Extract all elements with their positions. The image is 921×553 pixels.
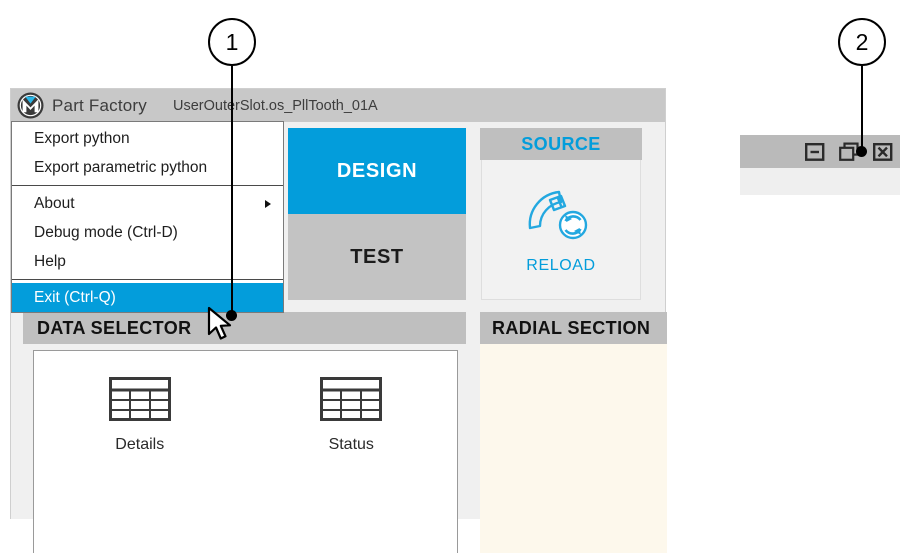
callout-marker-1: 1 [208, 18, 256, 66]
title-bar: Part Factory UserOuterSlot.os_PllTooth_0… [11, 89, 665, 122]
chevron-right-icon [265, 199, 271, 208]
menu-item-label: Export python [34, 129, 130, 147]
document-name: UserOuterSlot.os_PllTooth_01A [172, 97, 378, 114]
close-button[interactable] [872, 141, 894, 163]
menu-item-exit[interactable]: Exit (Ctrl-Q) [12, 283, 283, 312]
menu-item-label: Exit (Ctrl-Q) [34, 288, 116, 306]
minimize-icon [805, 142, 825, 161]
menu-item-label: Export parametric python [34, 158, 208, 176]
data-selector-body: Details Status [33, 350, 458, 553]
data-selector-item-label: Status [328, 436, 374, 453]
data-selector-item-label: Details [115, 436, 165, 453]
radial-section-panel: RADIAL SECTION [480, 312, 667, 553]
menu-separator [12, 279, 283, 280]
application-name: Part Factory [52, 95, 147, 115]
data-selector-header: DATA SELECTOR [23, 312, 466, 344]
radial-section-title: RADIAL SECTION [492, 317, 651, 338]
minimize-button[interactable] [804, 141, 826, 163]
data-selector-item-details[interactable]: Details [81, 377, 199, 553]
callout-marker-2: 2 [838, 18, 886, 66]
application-menu: Export python Export parametric python A… [11, 121, 284, 313]
menu-item-label: About [34, 194, 75, 212]
tab-test[interactable]: TEST [288, 214, 466, 300]
callout-endpoint-dot-2 [856, 146, 867, 157]
table-icon [320, 377, 383, 426]
callout-label: 1 [225, 28, 239, 55]
tab-design[interactable]: DESIGN [288, 128, 466, 214]
callout-leader-line-2 [861, 66, 863, 153]
source-panel: SOURCE [480, 128, 642, 300]
data-selector-title: DATA SELECTOR [37, 317, 192, 338]
close-icon [873, 142, 893, 161]
source-panel-title: SOURCE [521, 133, 601, 154]
reload-gear-icon [524, 184, 598, 251]
menu-item-label: Debug mode (Ctrl-D) [34, 223, 178, 241]
menu-item-label: Help [34, 252, 66, 270]
callout-endpoint-dot-1 [226, 310, 237, 321]
callout-label: 2 [855, 28, 869, 55]
menu-item-export-python[interactable]: Export python [12, 124, 283, 153]
window-controls-client-area [740, 168, 900, 195]
menu-item-debug-mode[interactable]: Debug mode (Ctrl-D) [12, 218, 283, 247]
window-controls-bar [740, 135, 900, 168]
data-selector-item-status[interactable]: Status [292, 377, 410, 553]
restore-button[interactable] [838, 141, 860, 163]
part-factory-logo-icon [17, 92, 44, 119]
radial-section-header: RADIAL SECTION [480, 312, 667, 344]
restore-icon [839, 141, 859, 161]
tab-design-label: DESIGN [336, 159, 418, 182]
window-controls-window [740, 135, 900, 195]
radial-section-body[interactable] [480, 344, 667, 553]
data-selector-panel: DATA SELECTOR Details [23, 312, 466, 553]
menu-item-about[interactable]: About [12, 189, 283, 218]
menu-item-help[interactable]: Help [12, 247, 283, 276]
table-icon [108, 377, 171, 426]
menu-separator [12, 185, 283, 186]
tab-test-label: TEST [350, 245, 404, 268]
reload-button-label: RELOAD [526, 257, 596, 274]
source-panel-header: SOURCE [480, 128, 642, 160]
mode-tab-group: DESIGN TEST [288, 128, 466, 300]
callout-leader-line-1 [231, 66, 233, 315]
menu-item-export-parametric-python[interactable]: Export parametric python [12, 153, 283, 182]
reload-button[interactable]: RELOAD [481, 160, 641, 300]
